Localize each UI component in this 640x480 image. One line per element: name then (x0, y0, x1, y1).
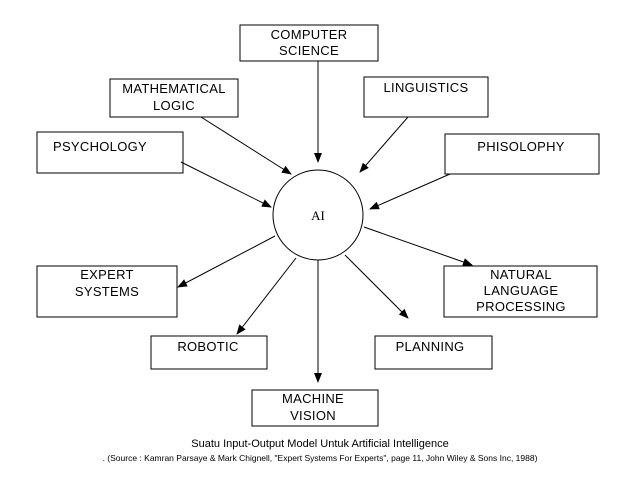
mathematical-logic-label-line1: MATHEMATICAL (122, 81, 226, 96)
arrow-linguistics-to-ai (359, 116, 409, 173)
nlp-label-line3: PROCESSING (476, 299, 566, 314)
nlp-label-line2: LANGUAGE (484, 283, 559, 298)
arrow-philosophy-to-ai (369, 173, 451, 210)
computer-science-box: COMPUTER SCIENCE (239, 24, 379, 62)
philosophy-box: PHISOLOPHY (444, 133, 600, 175)
planning-label: PLANNING (396, 339, 465, 354)
philosophy-label: PHISOLOPHY (477, 139, 565, 154)
arrow-ai-to-natural-language-processing (363, 226, 473, 266)
expert-systems-box: EXPERT SYSTEMS (36, 265, 178, 318)
nlp-label-line1: NATURAL (490, 267, 552, 282)
machine-vision-box: MACHINE VISION (251, 389, 379, 427)
arrow-ai-to-planning (344, 254, 409, 319)
expert-systems-label-line1: EXPERT (80, 267, 134, 282)
mathematical-logic-box: MATHEMATICAL LOGIC (109, 78, 239, 118)
caption-source: . (Source : Kamran Parsaye & Mark Chigne… (102, 453, 538, 463)
expert-systems-label-line2: SYSTEMS (75, 284, 139, 299)
arrow-psychology-to-ai (180, 161, 272, 208)
mathematical-logic-label-line2: LOGIC (153, 98, 195, 113)
caption-title: Suatu Input-Output Model Untuk Artificia… (191, 438, 449, 450)
computer-science-label-line2: SCIENCE (279, 43, 339, 58)
arrow-ai-to-robotic (236, 257, 297, 335)
arrow-ai-to-expert-systems (177, 235, 276, 288)
natural-language-processing-box: NATURAL LANGUAGE PROCESSING (443, 265, 598, 318)
machine-vision-label-line2: VISION (290, 408, 336, 423)
psychology-box: PSYCHOLOGY (36, 131, 184, 174)
ai-label: AI (311, 208, 325, 223)
robotic-box: ROBOTIC (150, 335, 268, 370)
planning-box: PLANNING (374, 335, 493, 370)
linguistics-box: LINGUISTICS (363, 76, 489, 118)
computer-science-label-line1: COMPUTER (271, 27, 348, 42)
machine-vision-label-line1: MACHINE (282, 391, 344, 406)
arrow-mathematical-logic-to-ai (200, 116, 292, 175)
psychology-label: PSYCHOLOGY (53, 139, 147, 154)
robotic-label: ROBOTIC (177, 339, 238, 354)
linguistics-label: LINGUISTICS (384, 80, 469, 95)
